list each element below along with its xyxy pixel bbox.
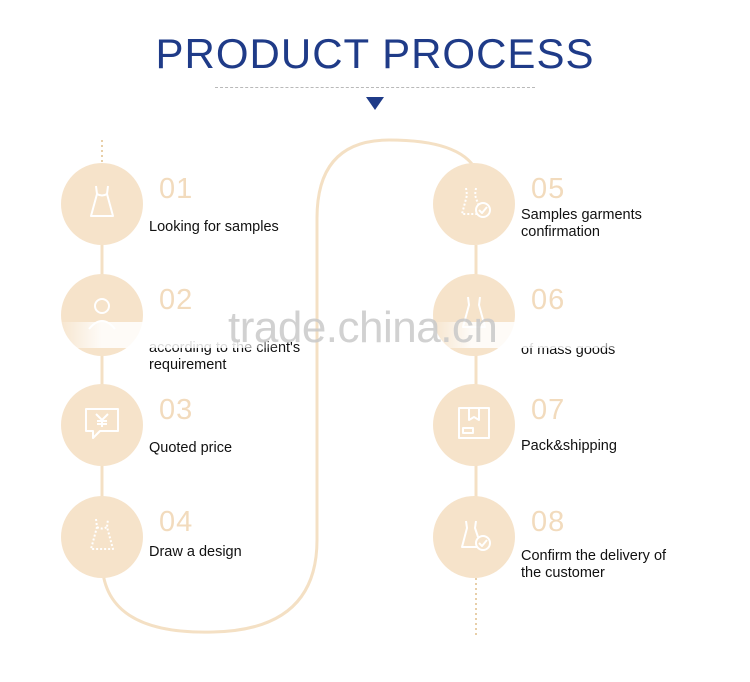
step-number: 01 [159,173,194,205]
step-05: 05 Samples garments confirmation [433,163,733,263]
watermark: trade.china.cn [228,303,498,352]
dress-sketch-icon [80,513,124,562]
step-label: Looking for samples [149,219,279,235]
step-circle [61,496,143,578]
step-label: Confirm the delivery of the customer [521,548,667,581]
step-circle [433,496,515,578]
step-label: Quoted price [149,440,233,456]
dress-check-icon [452,513,496,562]
step-03: 03 Quoted price [61,384,361,484]
step-circle [61,384,143,466]
step-label: Pack&shipping [521,438,617,454]
package-icon [452,401,496,450]
step-08: 08 Confirm the delivery of the customer [433,496,733,596]
step-01: 01 Looking for samples [61,163,361,263]
step-04: 04 Draw a design [61,496,361,596]
dress-icon [80,180,124,229]
watermark-band [55,322,285,348]
title-divider [215,87,535,88]
step-number: 04 [159,506,194,538]
step-number: 05 [531,173,566,205]
step-07: 07 Pack&shipping [433,384,733,484]
step-circle [61,163,143,245]
step-number: 08 [531,506,566,538]
step-label: Samples garments confirmation [521,207,642,240]
track-serpentine [100,138,478,634]
step-label: Draw a design [149,544,242,560]
step-circle [433,384,515,466]
step-number: 06 [531,284,566,316]
step-number: 02 [159,284,194,316]
step-number: 07 [531,394,566,426]
watermark-band [430,322,635,348]
step-number: 03 [159,394,194,426]
down-arrow-icon [366,97,384,110]
yen-price-icon [80,401,124,450]
dress-check-icon [452,180,496,229]
step-circle [433,163,515,245]
page-title: PRODUCT PROCESS [155,30,595,77]
